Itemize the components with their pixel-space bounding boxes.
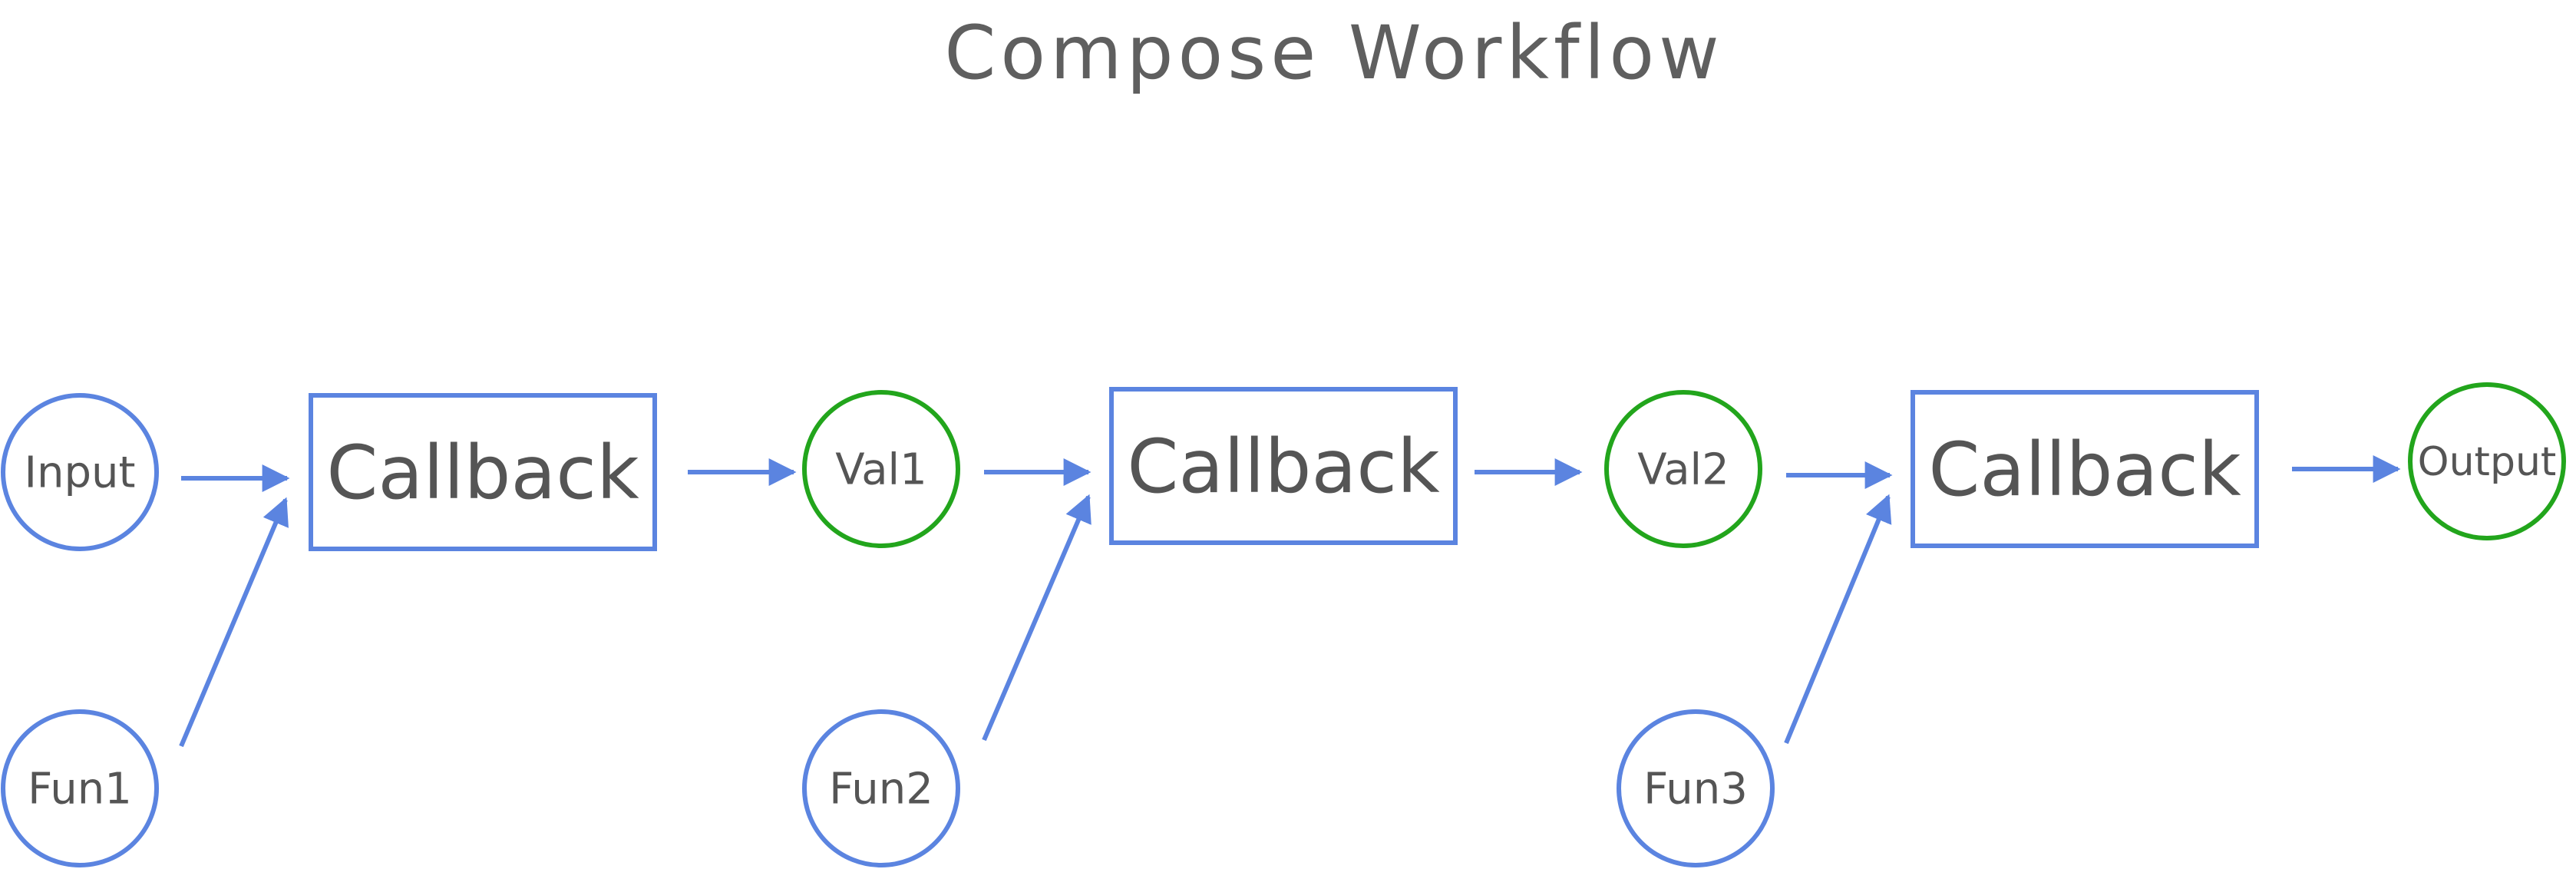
- fun1-label: Fun1: [28, 765, 132, 814]
- callback2-box: [1109, 387, 1458, 545]
- callback2-label: Callback: [1127, 424, 1440, 510]
- val1-circle: [802, 390, 960, 548]
- input-label: Input: [24, 448, 135, 498]
- node-val2: Val2: [1604, 390, 1762, 548]
- node-output: Output: [2408, 382, 2566, 540]
- arrow-fun3-to-callback3: [1784, 494, 1892, 745]
- node-callback3: Callback: [1911, 390, 2259, 548]
- node-fun2: Fun2: [802, 709, 960, 867]
- callback3-label: Callback: [1928, 427, 2241, 513]
- node-callback1: Callback: [309, 393, 657, 551]
- fun3-circle: [1617, 709, 1775, 867]
- arrow-fun2-to-callback2: [982, 494, 1091, 742]
- output-label: Output: [2418, 439, 2557, 485]
- fun2-circle: [802, 709, 960, 867]
- callback1-label: Callback: [326, 430, 639, 516]
- arrow-fun1-to-callback1: [179, 497, 289, 748]
- callback1-box: [309, 393, 657, 551]
- node-input: Input: [1, 393, 159, 551]
- node-fun3: Fun3: [1617, 709, 1775, 867]
- val2-circle: [1604, 390, 1762, 548]
- node-fun1: Fun1: [1, 709, 159, 867]
- val1-label: Val1: [835, 445, 926, 495]
- callback3-box: [1911, 390, 2259, 548]
- fun2-label: Fun2: [829, 765, 933, 814]
- output-circle: [2408, 382, 2566, 540]
- node-val1: Val1: [802, 390, 960, 548]
- node-callback2: Callback: [1109, 387, 1458, 545]
- fun1-circle: [1, 709, 159, 867]
- input-circle: [1, 393, 159, 551]
- edges-layer: [179, 455, 2401, 748]
- fun3-label: Fun3: [1643, 765, 1748, 814]
- diagram-title: Compose Workflow: [944, 10, 1723, 96]
- val2-label: Val2: [1637, 445, 1729, 495]
